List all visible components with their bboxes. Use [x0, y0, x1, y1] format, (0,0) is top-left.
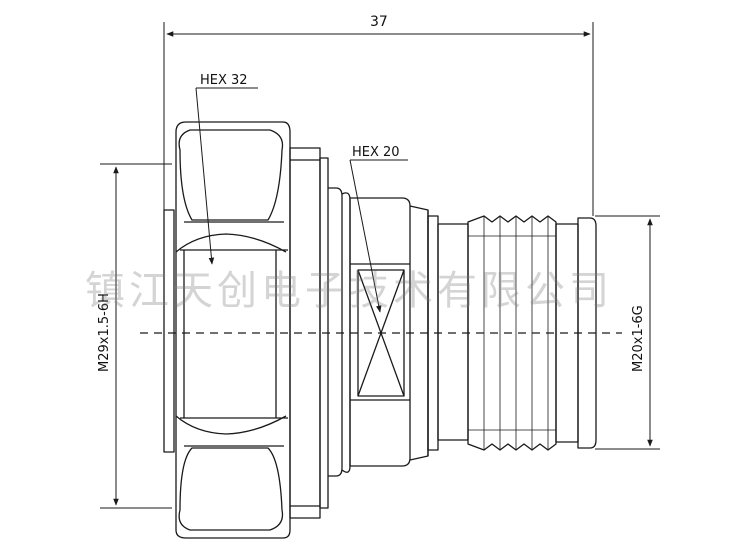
left-thread-dimension — [100, 163, 172, 509]
overall-length-dimension — [163, 22, 594, 216]
overall-length-label: 37 — [370, 14, 388, 30]
hex32-label: HEX 32 — [200, 73, 248, 88]
hex20-leader — [349, 159, 408, 313]
right-thread-label: M20x1-6G — [631, 305, 646, 372]
neck-section — [437, 223, 469, 441]
o-ring-groove — [328, 187, 351, 477]
large-hex-nut — [175, 121, 291, 539]
mounting-flange — [163, 209, 175, 453]
hex32-leader — [195, 87, 258, 265]
hex20-label: HEX 20 — [352, 145, 400, 160]
small-hex-body — [349, 197, 439, 467]
right-thread-dimension — [595, 215, 660, 450]
left-thread-label: M29x1.5-6H — [97, 293, 112, 372]
